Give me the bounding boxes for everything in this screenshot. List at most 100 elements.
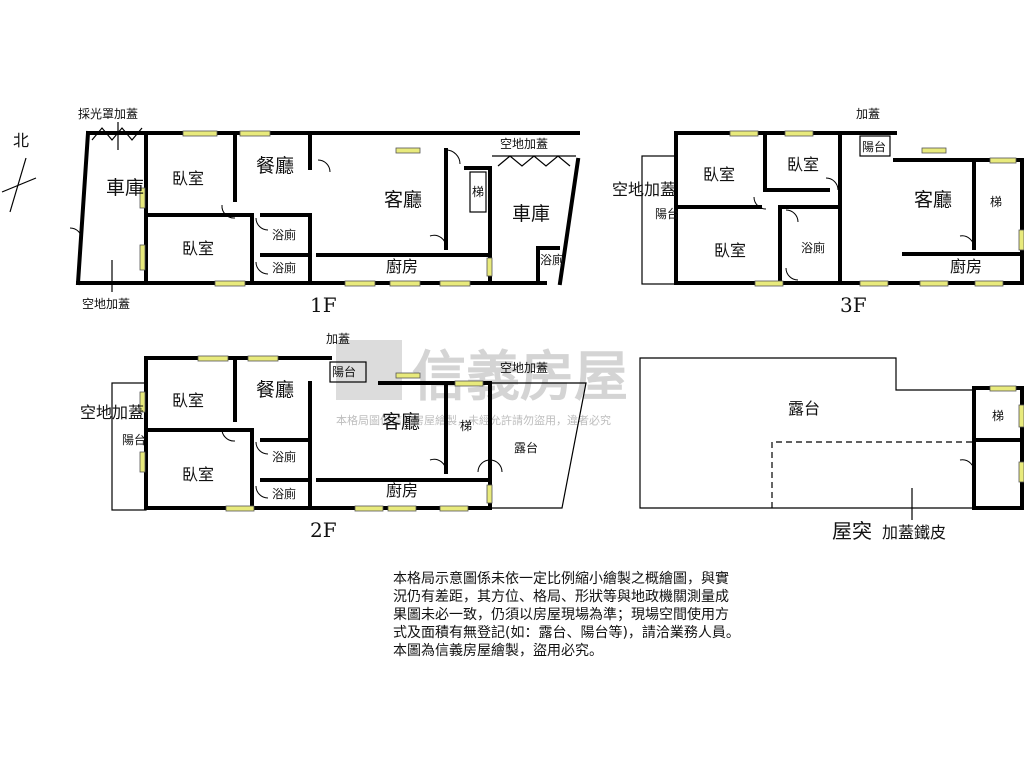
window — [439, 280, 471, 287]
disclaimer-notes: 本格局示意圖係未依一定比例縮小繪製之概繪圖，與實 況仍有差距，其方位、格局、形狀… — [393, 570, 813, 660]
room-label: 廚房 — [386, 257, 418, 276]
room-label: 餐廳 — [256, 379, 294, 401]
room-label: 客廳 — [382, 411, 420, 433]
balcony-north-outline — [329, 361, 367, 383]
annotation-open-space-west: 空地加蓋 — [80, 403, 144, 422]
room-label: 梯 — [990, 195, 1002, 209]
window — [454, 380, 484, 387]
window — [344, 280, 376, 287]
door-arc-icon — [255, 261, 269, 275]
room-label: 車庫 — [106, 177, 144, 199]
open-space-symbol-icon — [497, 155, 571, 167]
window — [139, 187, 146, 209]
door-arc-icon — [753, 196, 767, 210]
room-label: 臥室 — [172, 169, 204, 188]
door-arc-icon — [959, 235, 975, 249]
room-label: 廚房 — [950, 257, 982, 276]
room-label: 陽台 — [122, 432, 146, 447]
window — [859, 280, 889, 287]
room-label: 臥室 — [714, 241, 746, 260]
window — [389, 280, 421, 287]
room-label: 車庫 — [512, 203, 550, 225]
room-label: 浴廁 — [272, 227, 296, 242]
room-label: 臥室 — [182, 239, 214, 258]
terrace-outline — [490, 382, 587, 509]
floor-label-roof: 屋突 — [832, 519, 872, 543]
door-arc-icon — [317, 159, 331, 173]
door-arc-icon — [69, 227, 83, 241]
window — [974, 280, 1004, 287]
room-label: 客廳 — [384, 189, 422, 211]
door-arc-icon — [255, 441, 269, 455]
floor-label-1f: 1F — [310, 293, 337, 317]
room-label: 梯 — [460, 419, 472, 433]
room-label: 陽台 — [862, 139, 886, 154]
room-label: 廚房 — [386, 481, 418, 500]
room-label: 露台 — [514, 440, 538, 455]
window — [239, 130, 271, 137]
floor-1f: 採光罩加蓋 空地加蓋 空地加蓋 車庫 臥室 餐廳 客廳 梯 車庫 臥室 浴廁 浴… — [69, 107, 581, 317]
door-arc-icon — [221, 427, 236, 442]
window — [989, 157, 1017, 164]
door-arc-icon — [825, 177, 839, 191]
roof-terrace-outline — [639, 357, 975, 509]
room-label: 臥室 — [182, 465, 214, 484]
room-label: 梯 — [992, 409, 1004, 423]
annotation-open-space: 空地加蓋 — [612, 180, 676, 199]
annotation-addition: 加蓋 — [856, 107, 880, 121]
window — [1018, 461, 1024, 483]
window — [1018, 229, 1024, 251]
room-label: 陽台 — [332, 364, 356, 379]
annotation-skylight: 採光罩加蓋 — [78, 107, 138, 121]
window — [395, 372, 421, 379]
compass-label: 北 — [13, 131, 29, 150]
window — [729, 130, 759, 137]
compass-cross-icon — [1, 177, 37, 193]
room-label: 梯 — [472, 185, 484, 199]
room-label: 臥室 — [172, 391, 204, 410]
door-arc-icon — [429, 234, 447, 249]
room-label: 客廳 — [914, 189, 952, 211]
annotation-open-space-south: 空地加蓋 — [82, 297, 130, 311]
door-arc-icon — [255, 485, 269, 499]
wall — [557, 157, 581, 286]
note-line: 本格局示意圖係未依一定比例縮小繪製之概繪圖，與實 — [393, 571, 729, 587]
window — [1018, 404, 1024, 428]
window — [139, 451, 146, 473]
window — [486, 257, 493, 277]
floor-label-2f: 2F — [310, 518, 337, 542]
window — [139, 391, 146, 413]
skylight-symbol-icon — [91, 127, 143, 141]
wall — [464, 166, 492, 220]
window — [395, 147, 421, 154]
door-arc-icon — [429, 458, 447, 473]
door-arc-icon — [959, 459, 975, 475]
balcony-north-outline — [859, 135, 891, 157]
window — [225, 505, 255, 512]
door-arc-icon — [785, 267, 799, 281]
floor-roof: 露台 梯 屋突 加蓋鐵皮 — [639, 357, 1024, 543]
note-line: 式及面積有無登記(如：露台、陽台等)，請洽業務人員。 — [393, 625, 740, 641]
note-line: 本圖為信義房屋繪製，盜用必究。 — [393, 643, 603, 659]
note-line: 況仍有差距，其方位、格局、形狀等與地政機關測量成 — [393, 589, 729, 605]
window — [247, 355, 279, 362]
room-label: 浴廁 — [540, 252, 564, 267]
door-arc-icon — [445, 149, 461, 165]
window — [182, 130, 218, 137]
wall — [144, 428, 254, 510]
window — [754, 280, 784, 287]
room-label: 浴廁 — [272, 449, 296, 464]
wall — [972, 386, 1024, 510]
room-label: 臥室 — [787, 155, 819, 174]
window — [139, 244, 146, 271]
compass: 北 — [1, 131, 37, 213]
window — [197, 355, 229, 362]
door-arc-icon — [221, 204, 236, 219]
window — [919, 280, 949, 287]
annotation-addition: 加蓋 — [326, 332, 350, 346]
door-arc-icon — [255, 217, 269, 231]
window — [439, 505, 469, 512]
window — [214, 280, 246, 287]
door-arc-icon — [785, 209, 799, 223]
